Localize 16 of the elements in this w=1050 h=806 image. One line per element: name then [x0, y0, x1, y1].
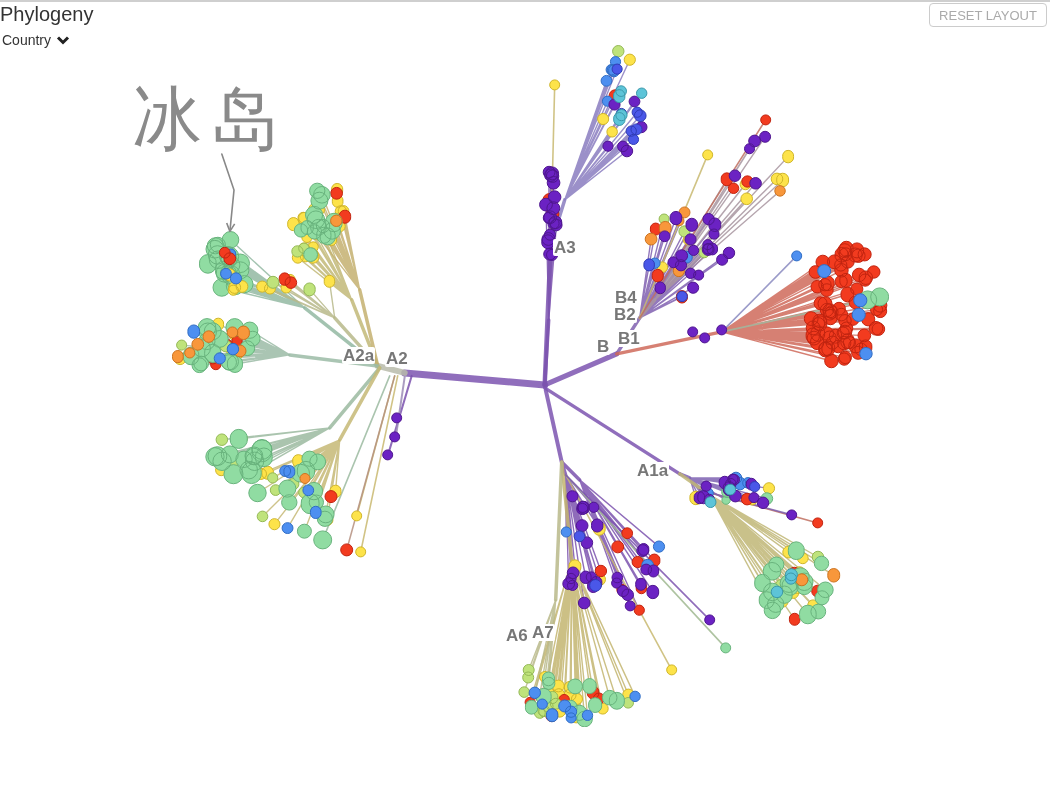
clade-label: A7: [531, 624, 555, 641]
clade-label: A1a: [636, 462, 670, 479]
handwritten-text: 冰岛: [132, 84, 288, 154]
color-by-dropdown: Country: [2, 31, 71, 49]
clade-label: A3: [553, 239, 577, 256]
clade-label: A2: [385, 350, 409, 367]
tip-cluster: [199, 231, 254, 298]
clade-label: B4: [614, 289, 638, 306]
hand-drawn-arrow: [221, 153, 236, 233]
clade-label: B1: [617, 330, 641, 347]
clade-label: A2a: [342, 347, 376, 364]
clade-label: B: [596, 338, 611, 355]
panel-title: Phylogeny: [0, 3, 94, 26]
clade-label: A6: [505, 627, 529, 644]
clade-label: B2: [613, 306, 637, 323]
reset-layout-button: RESET LAYOUT: [929, 3, 1047, 27]
